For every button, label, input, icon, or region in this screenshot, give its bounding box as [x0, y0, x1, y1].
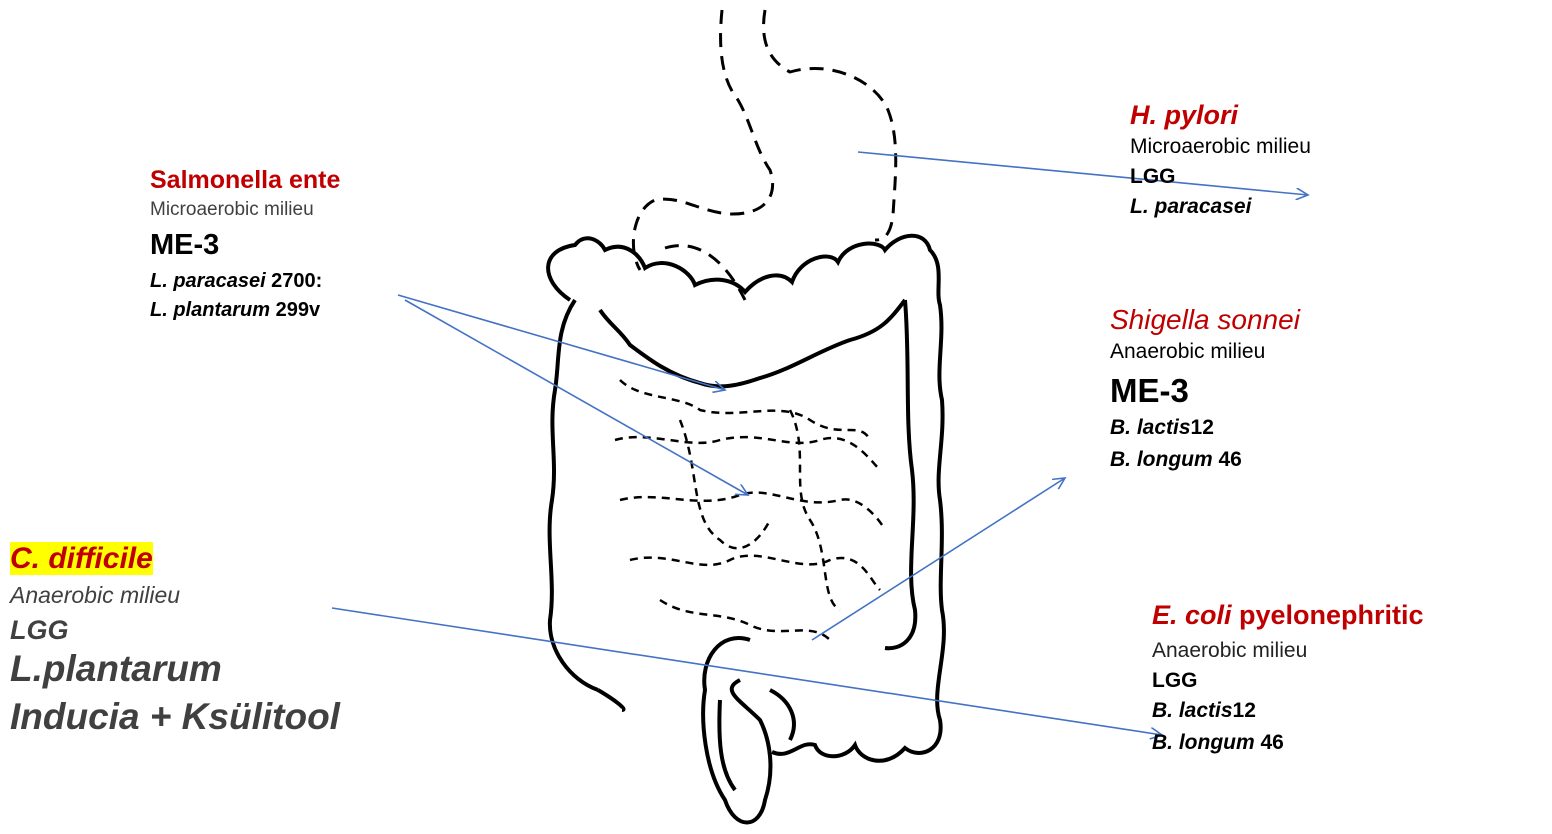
- arrow-cdiff: [332, 608, 1162, 735]
- shigella-line-2-species: B. longum: [1110, 448, 1213, 471]
- ecoli-line-2-species: B. longum: [1152, 731, 1255, 754]
- colon-outline: [548, 236, 944, 823]
- ecoli-line-2: B. longum 46: [1152, 731, 1424, 755]
- ecoli-strain: LGG: [1152, 669, 1424, 693]
- hpylori-block: H. pylori Microaerobic milieu LGG L. par…: [1130, 100, 1311, 219]
- ecoli-line-2-strain: 46: [1255, 731, 1284, 754]
- shigella-strain: ME-3: [1110, 372, 1300, 410]
- arrow-salmonella-1: [398, 295, 725, 390]
- shigella-line-2-strain: 46: [1213, 448, 1242, 471]
- cdiff-line-3: Inducia + Ksülitool: [10, 696, 340, 738]
- salmonella-line-1: L. paracasei 2700:: [150, 270, 432, 293]
- salmonella-line-2-species: L. plantarum: [150, 299, 270, 321]
- ecoli-title-type: pyelonephritic: [1232, 600, 1424, 630]
- salmonella-strain: ME-3: [150, 229, 432, 262]
- salmonella-block: Salmonella ente Microaerobic milieu ME-3…: [150, 166, 432, 322]
- shigella-title: Shigella sonnei: [1110, 304, 1300, 336]
- stomach-outline: [633, 10, 895, 300]
- shigella-block: Shigella sonnei Anaerobic milieu ME-3 B.…: [1110, 304, 1300, 472]
- cdiff-title-text: C. difficile: [10, 542, 153, 575]
- small-intestine-outline: [615, 380, 885, 640]
- ecoli-milieu: Anaerobic milieu: [1152, 639, 1424, 663]
- ecoli-title: E. coli pyelonephritic: [1152, 600, 1424, 631]
- cdiff-title: C. difficile: [10, 542, 340, 576]
- salmonella-title: Salmonella ente: [150, 166, 432, 195]
- hpylori-milieu: Microaerobic milieu: [1130, 135, 1311, 159]
- ecoli-line-1-species: B. lactis: [1152, 699, 1233, 722]
- salmonella-milieu: Microaerobic milieu: [150, 199, 432, 221]
- cdiff-block: C. difficile Anaerobic milieu LGG L.plan…: [10, 542, 340, 738]
- arrow-salmonella-2: [405, 300, 748, 495]
- shigella-line-1-species: B. lactis: [1110, 416, 1191, 439]
- hpylori-title: H. pylori: [1130, 100, 1311, 131]
- salmonella-line-2-strain: 299v: [270, 299, 320, 321]
- shigella-line-1: B. lactis12: [1110, 416, 1300, 440]
- ecoli-block: E. coli pyelonephritic Anaerobic milieu …: [1152, 600, 1424, 755]
- hpylori-line-1: LGG: [1130, 165, 1311, 189]
- cdiff-line-1: LGG: [10, 615, 340, 646]
- ecoli-line-1-strain: 12: [1233, 699, 1256, 722]
- cdiff-line-2: L.plantarum: [10, 648, 340, 690]
- shigella-milieu: Anaerobic milieu: [1110, 340, 1300, 364]
- shigella-line-1-strain: 12: [1191, 416, 1214, 439]
- cdiff-milieu: Anaerobic milieu: [10, 582, 340, 609]
- salmonella-line-1-species: L. paracasei: [150, 270, 266, 292]
- shigella-line-2: B. longum 46: [1110, 448, 1300, 472]
- ecoli-title-species: E. coli: [1152, 600, 1232, 630]
- salmonella-line-1-strain: 2700:: [266, 270, 323, 292]
- hpylori-line-2: L. paracasei: [1130, 195, 1311, 219]
- ecoli-line-1: B. lactis12: [1152, 699, 1424, 723]
- salmonella-line-2: L. plantarum 299v: [150, 299, 432, 322]
